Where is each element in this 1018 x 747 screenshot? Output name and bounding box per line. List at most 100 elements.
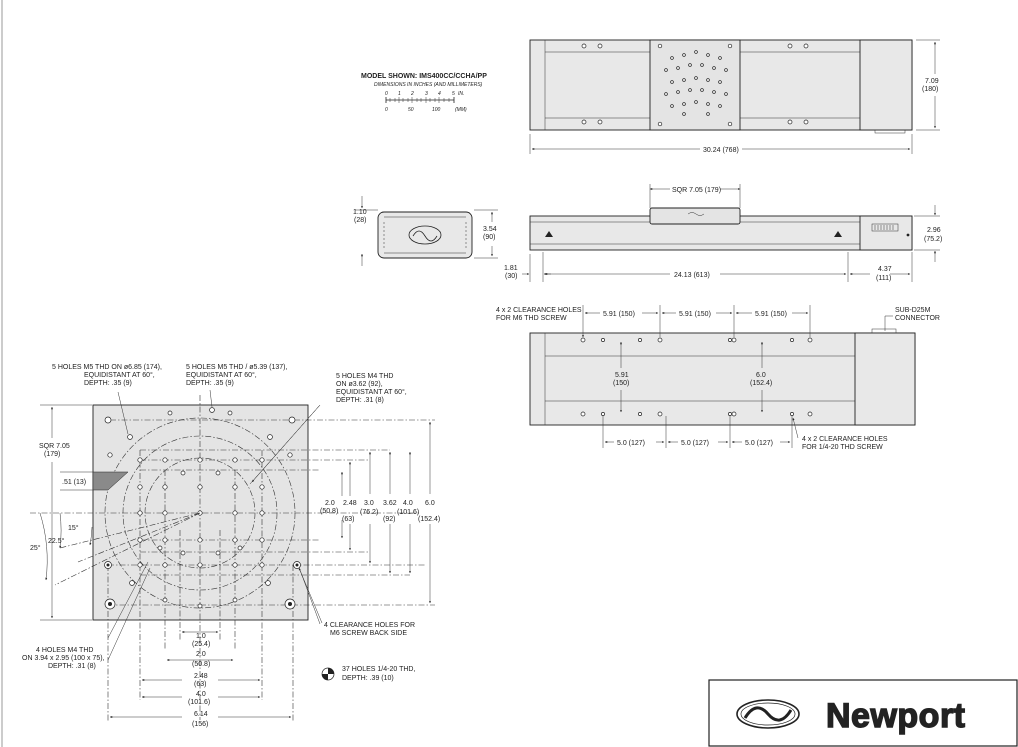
vert-b-mm: (152.4) <box>750 380 772 387</box>
end-height-mm: (90) <box>483 234 495 241</box>
m5b-note-line1: 5 HOLES M5 THD / ø5.39 (137), <box>186 364 287 371</box>
scale-in-tick-4: 4 <box>438 91 441 97</box>
side-view: SQR 7.05 (179) <box>353 184 942 282</box>
m6-back-note-2: M6 SCREW BACK SIDE <box>330 630 407 637</box>
m6-back-note-1: 4 CLEARANCE HOLES FOR <box>324 622 415 629</box>
motor-housing-top <box>859 39 913 131</box>
v-2-48-mm: (63) <box>342 516 354 523</box>
angle-22-5: 22.5° <box>48 537 65 545</box>
scale-in-unit: IN. <box>458 91 464 97</box>
warning-triangle-icon <box>545 231 553 237</box>
v-2-0-mm: (50.8) <box>320 508 338 515</box>
top-height-mm: (180) <box>922 86 938 93</box>
top-height-value: 7.09 <box>925 78 939 85</box>
inset-shaded-area <box>92 471 129 491</box>
m6-clearance-holes <box>580 337 813 417</box>
scale-in-tick-5: 5 <box>452 91 455 97</box>
carriage-holes-top <box>657 43 733 127</box>
newport-swoosh-icon <box>736 699 800 729</box>
h-6-14-mm: (156) <box>192 721 208 728</box>
brand-block: Newport <box>708 679 1018 747</box>
motor-height-mm: (75.2) <box>924 236 942 243</box>
top-spacing-3: 5.91 (150) <box>755 311 787 318</box>
end-height-value: 3.54 <box>483 226 497 233</box>
h-1-0-mm: (25.4) <box>192 641 210 648</box>
quarter-20-clearance-holes <box>601 338 794 416</box>
end-offset-value: 1.10 <box>353 209 367 216</box>
m5-note-line1: 5 HOLES M5 THD ON ø6.85 (174), <box>52 364 162 371</box>
quarter-20-symbol-icon <box>321 667 335 681</box>
end-offset-mm: (28) <box>354 217 366 224</box>
h-1-0: 1.0 <box>196 633 206 640</box>
vert-a-value: 5.91 <box>615 372 629 379</box>
m4-hole-note-2: ON 3.94 x 2.95 (100 x 75), <box>22 655 105 662</box>
model-title-block: MODEL SHOWN: IMS400CC/CCHA/PP DIMENSIONS… <box>361 73 487 113</box>
brand-box <box>708 679 1018 747</box>
v-4-0: 4.0 <box>403 500 413 507</box>
angle-25: 25° <box>30 544 41 552</box>
model-title: MODEL SHOWN: IMS400CC/CCHA/PP <box>361 73 487 80</box>
vert-a-mm: (150) <box>613 380 629 387</box>
m4-note-line2: ON ø3.62 (92), <box>336 381 383 388</box>
stage-body-bottom <box>529 332 916 426</box>
carriage-view: 5 HOLES M5 THD ON ø6.85 (174), EQUIDISTA… <box>22 364 440 728</box>
top-view: 7.09 (180) 30.24 (768) <box>529 39 940 154</box>
h-2-0-mm: (50.8) <box>192 661 210 668</box>
vert-b-value: 6.0 <box>756 372 766 379</box>
v-6-0: 6.0 <box>425 500 435 507</box>
quarter-note-line1: 4 x 2 CLEARANCE HOLES <box>802 436 888 443</box>
scale-mm-unit: (MM) <box>455 107 467 113</box>
top-spacing-2: 5.91 (150) <box>679 311 711 318</box>
end-view-logo-icon <box>408 225 442 245</box>
scale-in-tick-3: 3 <box>425 91 428 97</box>
m5-note-line3: DEPTH: .35 (9) <box>84 380 132 387</box>
rail-holes-top <box>581 43 809 125</box>
side-left-offset-value: 1.81 <box>504 265 518 272</box>
stage-end-view <box>377 211 473 259</box>
motor-housing-side <box>859 215 913 251</box>
carriage-plate-top <box>649 39 741 131</box>
m4-hole-note-1: 4 HOLES M4 THD <box>36 647 93 654</box>
motor-height-value: 2.96 <box>927 227 941 234</box>
v-6-0-mm: (152.4) <box>418 516 440 523</box>
h-2-48-mm: (63) <box>194 681 206 688</box>
h-2-48: 2.48 <box>194 673 208 680</box>
h-4-0: 4.0 <box>196 691 206 698</box>
h-6-14: 6.14 <box>194 711 208 718</box>
angle-15: 15° <box>68 524 79 532</box>
m5-note-line2: EQUIDISTANT AT 60°, <box>84 371 155 379</box>
carriage-side <box>649 207 741 225</box>
v-4-0-mm: (101.6) <box>397 509 419 516</box>
motor-housing-bottom <box>854 332 916 426</box>
bottom-view: 4 x 2 CLEARANCE HOLES FOR M6 THD SCREW 5… <box>496 305 940 451</box>
scale-mm-tick-50: 50 <box>408 107 414 113</box>
m4-note-line3: EQUIDISTANT AT 60°, <box>336 388 407 396</box>
v-3-0-mm: (76.2) <box>360 509 378 516</box>
m5b-note-line2: EQUIDISTANT AT 60°, <box>186 371 257 379</box>
motor-length-value: 4.37 <box>878 266 892 273</box>
m4-note-line1: 5 HOLES M4 THD <box>336 373 393 380</box>
m4-note-line4: DEPTH: .31 (8) <box>336 397 384 404</box>
sub-d25m-connector <box>871 328 897 334</box>
top-spacing-1: 5.91 (150) <box>603 311 635 318</box>
top-length-value: 30.24 (768) <box>703 147 739 154</box>
carriage-sqr-value: SQR 7.05 <box>39 443 70 450</box>
quarter-hole-note-2: DEPTH: .39 (10) <box>342 675 394 682</box>
bottom-spacing-3: 5.0 (127) <box>745 440 773 447</box>
connector-label-2: CONNECTOR <box>895 315 940 322</box>
v-3-0: 3.0 <box>364 500 374 507</box>
sub-d-connector-side <box>871 223 899 232</box>
v-3-62: 3.62 <box>383 500 397 507</box>
v-2-48: 2.48 <box>343 500 357 507</box>
quarter-note-line2: FOR 1/4-20 THD SCREW <box>802 444 883 451</box>
v-3-62-mm: (92) <box>383 516 395 523</box>
bottom-spacing-2: 5.0 (127) <box>681 440 709 447</box>
scale-in-tick-1: 1 <box>398 91 401 97</box>
warning-triangle-icon <box>834 231 842 237</box>
m6-note-line2: FOR M6 THD SCREW <box>496 315 567 322</box>
v-2-0: 2.0 <box>325 500 335 507</box>
scale-mm-tick-100: 100 <box>432 107 441 113</box>
bottom-spacing-1: 5.0 (127) <box>617 440 645 447</box>
quarter-hole-note-1: 37 HOLES 1/4-20 THD, <box>342 666 415 673</box>
